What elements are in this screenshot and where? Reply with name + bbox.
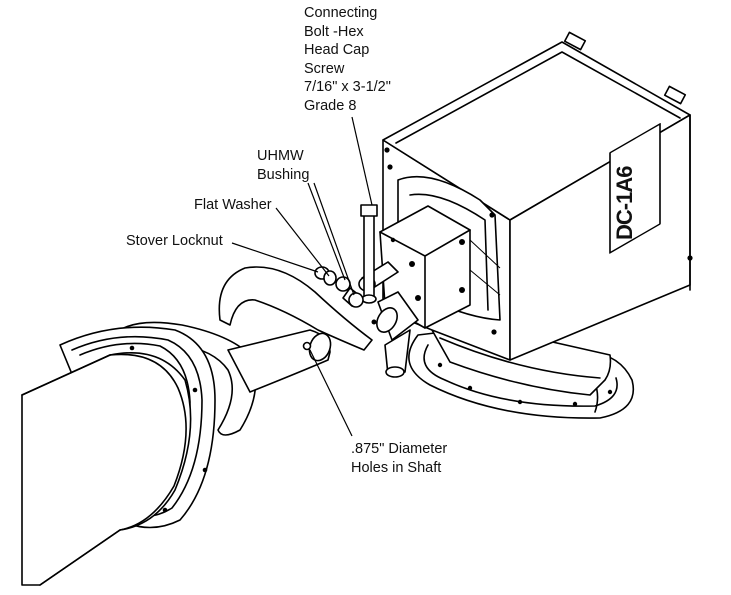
callout-flat-washer: Flat Washer: [194, 197, 272, 213]
callout-connecting-bolt: Connecting Bolt -Hex Head Cap Screw 7/16…: [304, 4, 391, 116]
leader-lines: [231, 116, 373, 437]
callout-line: Head Cap: [304, 42, 370, 59]
auger-shaft: [227, 329, 332, 393]
callout-line: .875" Diameter: [351, 441, 448, 457]
leader-bushing-1: [307, 182, 346, 281]
callout-line: Grade 8: [304, 97, 357, 114]
callout-line: Connecting: [304, 5, 378, 21]
callout-line: Bolt -Hex: [304, 23, 364, 40]
auger-flight: [119, 266, 373, 436]
callout-line: UHMW: [257, 148, 304, 164]
housing-stencil: DC-1A6: [612, 166, 668, 240]
leader-bushing-2: [313, 182, 355, 296]
callout-uhmw-bushing: UHMW Bushing: [257, 147, 309, 184]
tube-body: [21, 352, 192, 586]
flat-washer: [323, 270, 337, 286]
callout-line: Bushing: [257, 166, 310, 183]
callout-line: 7/16" x 3-1/2": [304, 79, 391, 96]
leader-washer: [275, 207, 330, 277]
hardware-stack: [314, 266, 364, 308]
uhmw-bushing-right: [348, 292, 364, 308]
leader-bolt: [351, 116, 373, 206]
leader-holes: [309, 349, 353, 437]
callout-stover-locknut: Stover Locknut: [126, 233, 223, 249]
callout-line: Screw: [304, 60, 345, 77]
leader-locknut: [231, 242, 319, 273]
callout-shaft-holes: .875" Diameter Holes in Shaft: [351, 440, 447, 477]
connecting-bolt: [360, 204, 378, 304]
callout-line: Holes in Shaft: [351, 459, 442, 476]
housing-stencil-text: DC-1A6: [612, 166, 637, 240]
